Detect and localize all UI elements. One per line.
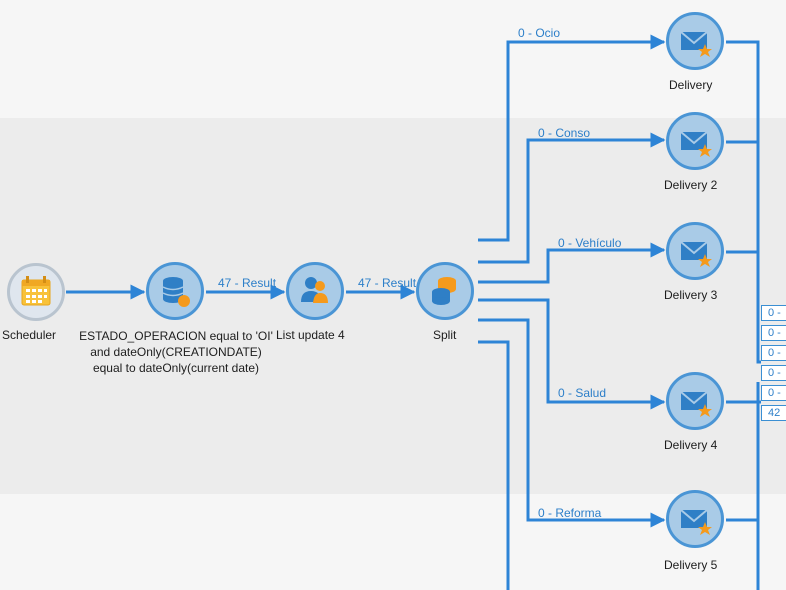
canvas-band-bottom <box>0 494 786 590</box>
counter-box[interactable]: 0 - <box>761 305 786 321</box>
transition-label-ocio[interactable]: 0 - Ocio <box>518 26 561 40</box>
transition-label-query-result[interactable]: 47 - Result <box>218 276 277 290</box>
delivery-5-label: Delivery 5 <box>664 558 718 572</box>
delivery-2-label: Delivery 2 <box>664 178 718 192</box>
transition-label-conso[interactable]: 0 - Conso <box>538 126 591 140</box>
counter-box[interactable]: 0 - <box>761 325 786 341</box>
delivery-3-label: Delivery 3 <box>664 288 718 302</box>
envelope-star-icon <box>680 31 712 57</box>
counter-box[interactable]: 0 - <box>761 345 786 361</box>
wire-split-vehiculo <box>478 242 666 284</box>
split-database-icon <box>432 277 456 305</box>
delivery-4-label: Delivery 4 <box>664 438 718 452</box>
counter-box[interactable]: 0 - <box>761 365 786 381</box>
query-node[interactable] <box>146 262 204 320</box>
envelope-star-icon <box>680 131 712 157</box>
transition-label-list-result[interactable]: 47 - Result <box>358 276 417 290</box>
delivery-node-5[interactable] <box>666 490 724 548</box>
wire-split-reforma <box>478 318 666 528</box>
list-update-label: List update 4 <box>276 328 345 342</box>
envelope-star-icon <box>680 241 712 267</box>
delivery-node-2[interactable] <box>666 112 724 170</box>
wire-delivery1-out <box>726 40 761 364</box>
delivery-1-label: Delivery <box>669 78 713 92</box>
transition-label-salud[interactable]: 0 - Salud <box>558 386 607 400</box>
scheduler-node[interactable] <box>7 263 65 321</box>
delivery-node-3[interactable] <box>666 222 724 280</box>
people-icon <box>301 277 328 303</box>
wire-split-ocio <box>478 34 666 242</box>
wire-split-salud <box>478 298 666 410</box>
database-query-icon <box>162 277 190 307</box>
delivery-node-4[interactable] <box>666 372 724 430</box>
envelope-star-icon <box>680 391 712 417</box>
transition-label-vehiculo[interactable]: 0 - Vehículo <box>558 236 622 250</box>
wire-split-extra <box>478 340 510 590</box>
query-label: ESTADO_OPERACION equal to 'OI' and dateO… <box>79 329 273 375</box>
scheduler-label: Scheduler <box>2 328 57 342</box>
delivery-node-1[interactable] <box>666 12 724 70</box>
wire-split-conso <box>478 132 666 264</box>
counter-box[interactable]: 0 - <box>761 385 786 401</box>
split-node[interactable] <box>416 262 474 320</box>
split-label: Split <box>433 328 457 342</box>
counter-box[interactable]: 42 <box>761 405 786 421</box>
list-update-node[interactable] <box>286 262 344 320</box>
canvas-band-top <box>0 0 786 118</box>
envelope-star-icon <box>680 509 712 535</box>
canvas-band-middle <box>0 118 786 494</box>
calendar-icon <box>21 276 51 306</box>
transition-label-reforma[interactable]: 0 - Reforma <box>538 506 602 520</box>
